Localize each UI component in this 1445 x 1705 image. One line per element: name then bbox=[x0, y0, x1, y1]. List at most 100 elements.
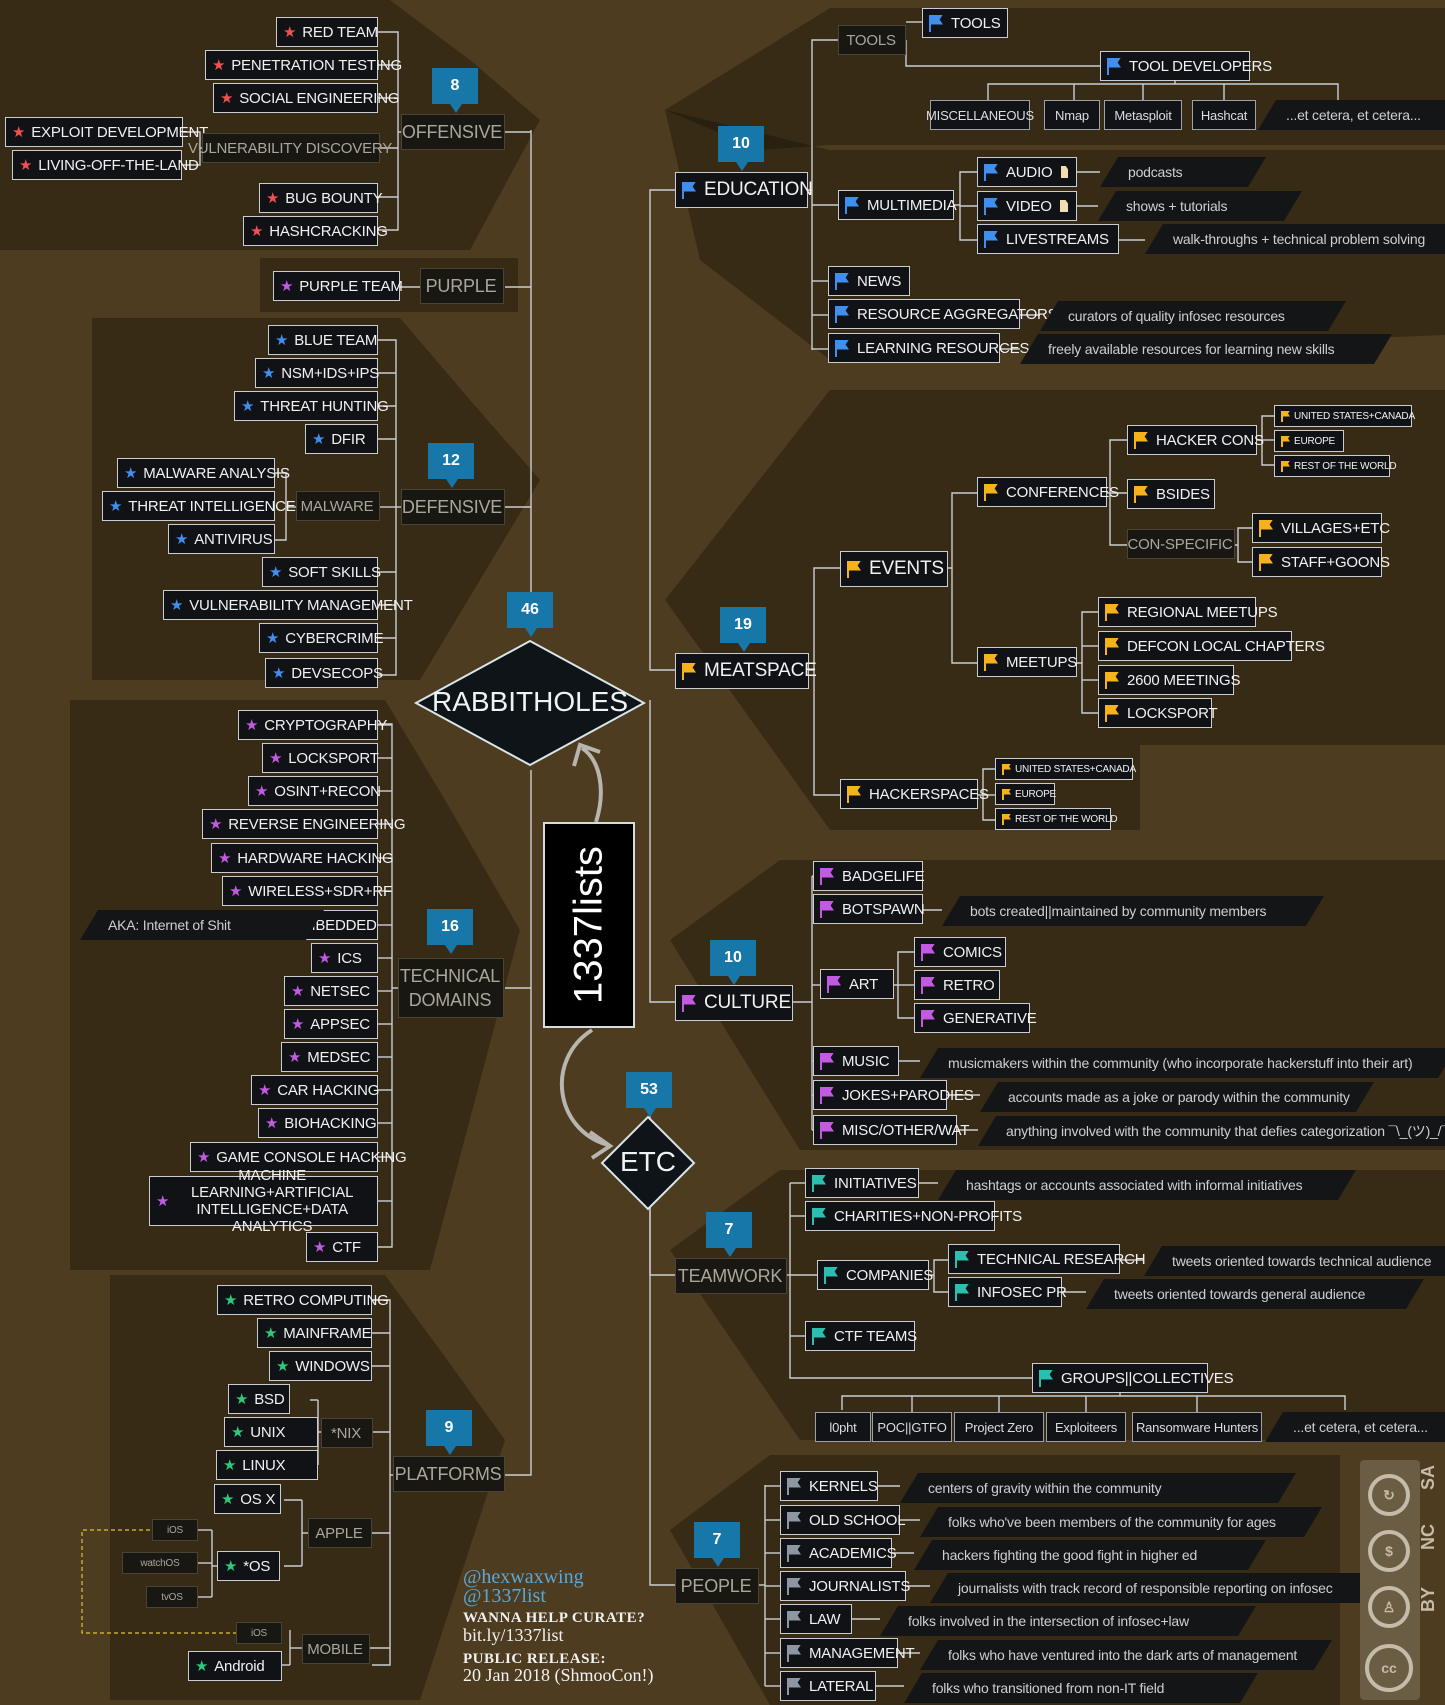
node-dfir[interactable]: ★DFIR bbox=[305, 424, 378, 454]
node-exploit-development[interactable]: ★EXPLOIT DEVELOPMENT bbox=[5, 117, 208, 147]
node-platforms[interactable]: PLATFORMS bbox=[393, 1456, 505, 1492]
node-hacker-cons[interactable]: HACKER CONS bbox=[1127, 425, 1264, 455]
node-blue-team[interactable]: ★BLUE TEAM bbox=[268, 325, 378, 355]
node-threat-intelligence[interactable]: ★THREAT INTELLIGENCE bbox=[102, 491, 296, 521]
node-netsec[interactable]: ★NETSEC bbox=[284, 976, 378, 1006]
tool-list-item[interactable]: Hashcat bbox=[1192, 100, 1256, 130]
node-news[interactable]: NEWS bbox=[828, 266, 910, 296]
node-mainframe[interactable]: ★MAINFRAME bbox=[257, 1318, 372, 1348]
node-art[interactable]: ART bbox=[820, 969, 894, 999]
node-retro[interactable]: RETRO bbox=[914, 970, 1000, 1000]
node-ctf[interactable]: ★CTF bbox=[306, 1232, 378, 1262]
node-groups-collectives[interactable]: GROUPS||COLLECTIVES bbox=[1032, 1363, 1234, 1393]
node-social-engineering[interactable]: ★SOCIAL ENGINEERING bbox=[213, 83, 399, 113]
node-vulnerability-management[interactable]: ★VULNERABILITY MANAGEMENT bbox=[163, 590, 413, 620]
node-misc-other-wat[interactable]: MISC/OTHER/WAT bbox=[813, 1115, 969, 1145]
node-video[interactable]: VIDEO bbox=[977, 191, 1077, 221]
node-audio[interactable]: AUDIO bbox=[977, 157, 1077, 187]
node-bsides[interactable]: BSIDES bbox=[1127, 479, 1215, 509]
node-music[interactable]: MUSIC bbox=[813, 1046, 899, 1076]
node-unix[interactable]: ★UNIX bbox=[224, 1417, 318, 1447]
tvos-item[interactable]: tvOS bbox=[146, 1586, 198, 1608]
node-education[interactable]: EDUCATION bbox=[675, 172, 813, 208]
node-events[interactable]: EVENTS bbox=[840, 551, 948, 587]
node-linux[interactable]: ★LINUX bbox=[216, 1450, 318, 1480]
vulnerability-discovery-node[interactable]: VULNERABILITY DISCOVERY bbox=[188, 133, 392, 163]
node-infosec-pr[interactable]: INFOSEC PR bbox=[948, 1277, 1067, 1307]
etc-diamond[interactable]: ETC bbox=[602, 1117, 694, 1209]
mobile-ios-item[interactable]: iOS bbox=[236, 1622, 282, 1644]
rabbitholes-diamond[interactable]: RABBITHOLES bbox=[416, 641, 644, 765]
node-medsec[interactable]: ★MEDSEC bbox=[281, 1042, 378, 1072]
node-car-hacking[interactable]: ★CAR HACKING bbox=[251, 1075, 379, 1105]
node-comics[interactable]: COMICS bbox=[914, 937, 1006, 967]
region-item[interactable]: UNITED STATES+CANADA bbox=[1274, 405, 1415, 427]
group-list-item[interactable]: Ransomware Hunters bbox=[1132, 1412, 1262, 1442]
node-hashcracking[interactable]: ★HASHCRACKING bbox=[243, 216, 388, 246]
hackerspace-region-item[interactable]: UNITED STATES+CANADA bbox=[995, 758, 1136, 780]
group-list-item[interactable]: POC||GTFO bbox=[872, 1412, 952, 1442]
node-botspawn[interactable]: BOTSPAWN bbox=[813, 894, 925, 924]
malware-node[interactable]: MALWARE bbox=[296, 491, 380, 521]
node-people[interactable]: PEOPLE bbox=[675, 1568, 759, 1604]
tool-list-item[interactable]: Nmap bbox=[1044, 100, 1100, 130]
node-charities-non-profits[interactable]: CHARITIES+NON-PROFITS bbox=[805, 1201, 1022, 1231]
node-teamwork[interactable]: TEAMWORK bbox=[675, 1258, 787, 1294]
node-penetration-testing[interactable]: ★PENETRATION TESTING bbox=[205, 50, 402, 80]
node-living-off-the-land[interactable]: ★LIVING-OFF-THE-LAND bbox=[12, 150, 199, 180]
node-kernels[interactable]: KERNELS bbox=[780, 1471, 878, 1501]
node-management[interactable]: MANAGEMENT bbox=[780, 1638, 915, 1668]
node-regional-meetups[interactable]: REGIONAL MEETUPS bbox=[1098, 597, 1278, 627]
tool-list-item[interactable]: Metasploit bbox=[1104, 100, 1182, 130]
node-badgelife[interactable]: BADGELIFE bbox=[813, 861, 925, 891]
mobile-node[interactable]: MOBILE bbox=[302, 1634, 370, 1664]
group-list-item[interactable]: l0pht bbox=[815, 1412, 871, 1442]
node-journalists[interactable]: JOURNALISTS bbox=[780, 1571, 910, 1601]
node-defcon-local-chapters[interactable]: DEFCON LOCAL CHAPTERS bbox=[1098, 631, 1325, 661]
node-soft-skills[interactable]: ★SOFT SKILLS bbox=[262, 557, 381, 587]
node-culture[interactable]: CULTURE bbox=[675, 985, 793, 1021]
node-defensive[interactable]: DEFENSIVE bbox=[401, 489, 505, 525]
group-list-item[interactable]: Project Zero bbox=[954, 1412, 1044, 1442]
region-item[interactable]: EUROPE bbox=[1274, 430, 1344, 452]
node-game-console-hacking[interactable]: ★GAME CONSOLE HACKING bbox=[190, 1142, 407, 1172]
node-osint-recon[interactable]: ★OSINT+RECON bbox=[248, 776, 381, 806]
node-tool-developers[interactable]: TOOL DEVELOPERS bbox=[1100, 51, 1272, 81]
node-hardware-hacking[interactable]: ★HARDWARE HACKING bbox=[211, 843, 394, 873]
node-law[interactable]: LAW bbox=[780, 1604, 852, 1634]
node-biohacking[interactable]: ★BIOHACKING bbox=[258, 1108, 378, 1138]
node-locksport[interactable]: LOCKSPORT bbox=[1098, 698, 1218, 728]
node-generative[interactable]: GENERATIVE bbox=[914, 1003, 1037, 1033]
node-reverse-engineering[interactable]: ★REVERSE ENGINEERING bbox=[202, 809, 406, 839]
node-bug-bounty[interactable]: ★BUG BOUNTY bbox=[259, 183, 383, 213]
region-item[interactable]: REST OF THE WORLD bbox=[1274, 455, 1397, 477]
node-staff-goons[interactable]: STAFF+GOONS bbox=[1252, 547, 1390, 577]
node-tools[interactable]: TOOLS bbox=[922, 8, 1008, 38]
con-specific-node[interactable]: CON-SPECIFIC bbox=[1127, 529, 1235, 559]
curate-link[interactable]: bit.ly/1337list bbox=[463, 1625, 564, 1645]
group-list-item[interactable]: Exploiteers bbox=[1046, 1412, 1126, 1442]
node-antivirus[interactable]: ★ANTIVIRUS bbox=[168, 524, 275, 554]
node-purple[interactable]: PURPLE bbox=[420, 268, 504, 304]
node-malware-analysis[interactable]: ★MALWARE ANALYSIS bbox=[117, 458, 290, 488]
ios-item[interactable]: iOS bbox=[152, 1519, 198, 1541]
node-cybercrime[interactable]: ★CYBERCRIME bbox=[259, 623, 383, 653]
node-windows[interactable]: ★WINDOWS bbox=[269, 1351, 372, 1381]
hackerspace-region-item[interactable]: REST OF THE WORLD bbox=[995, 808, 1118, 830]
node-wireless-sdr-rf[interactable]: ★WIRELESS+SDR+RF bbox=[222, 876, 392, 906]
node-nsm-ids-ips[interactable]: ★NSM+IDS+IPS bbox=[255, 358, 379, 388]
node-locksport[interactable]: ★LOCKSPORT bbox=[262, 743, 379, 773]
node-conferences[interactable]: CONFERENCES bbox=[977, 477, 1119, 507]
apple-node[interactable]: APPLE bbox=[308, 1518, 372, 1548]
node-technical-research[interactable]: TECHNICAL RESEARCH bbox=[948, 1244, 1146, 1274]
tool-list-item[interactable]: MISCELLANEOUS bbox=[926, 100, 1034, 130]
node-purple-team[interactable]: ★PURPLE TEAM bbox=[273, 271, 403, 301]
node-livestreams[interactable]: LIVESTREAMS bbox=[977, 224, 1119, 254]
node-os-x[interactable]: ★OS X bbox=[214, 1484, 281, 1514]
node-offensive[interactable]: OFFENSIVE bbox=[401, 114, 505, 150]
node-academics[interactable]: ACADEMICS bbox=[780, 1538, 897, 1568]
node-learning-resources[interactable]: LEARNING RESOURCES bbox=[828, 333, 1029, 363]
hackerspace-region-item[interactable]: EUROPE bbox=[995, 783, 1056, 805]
node-red-team[interactable]: ★RED TEAM bbox=[276, 17, 378, 47]
